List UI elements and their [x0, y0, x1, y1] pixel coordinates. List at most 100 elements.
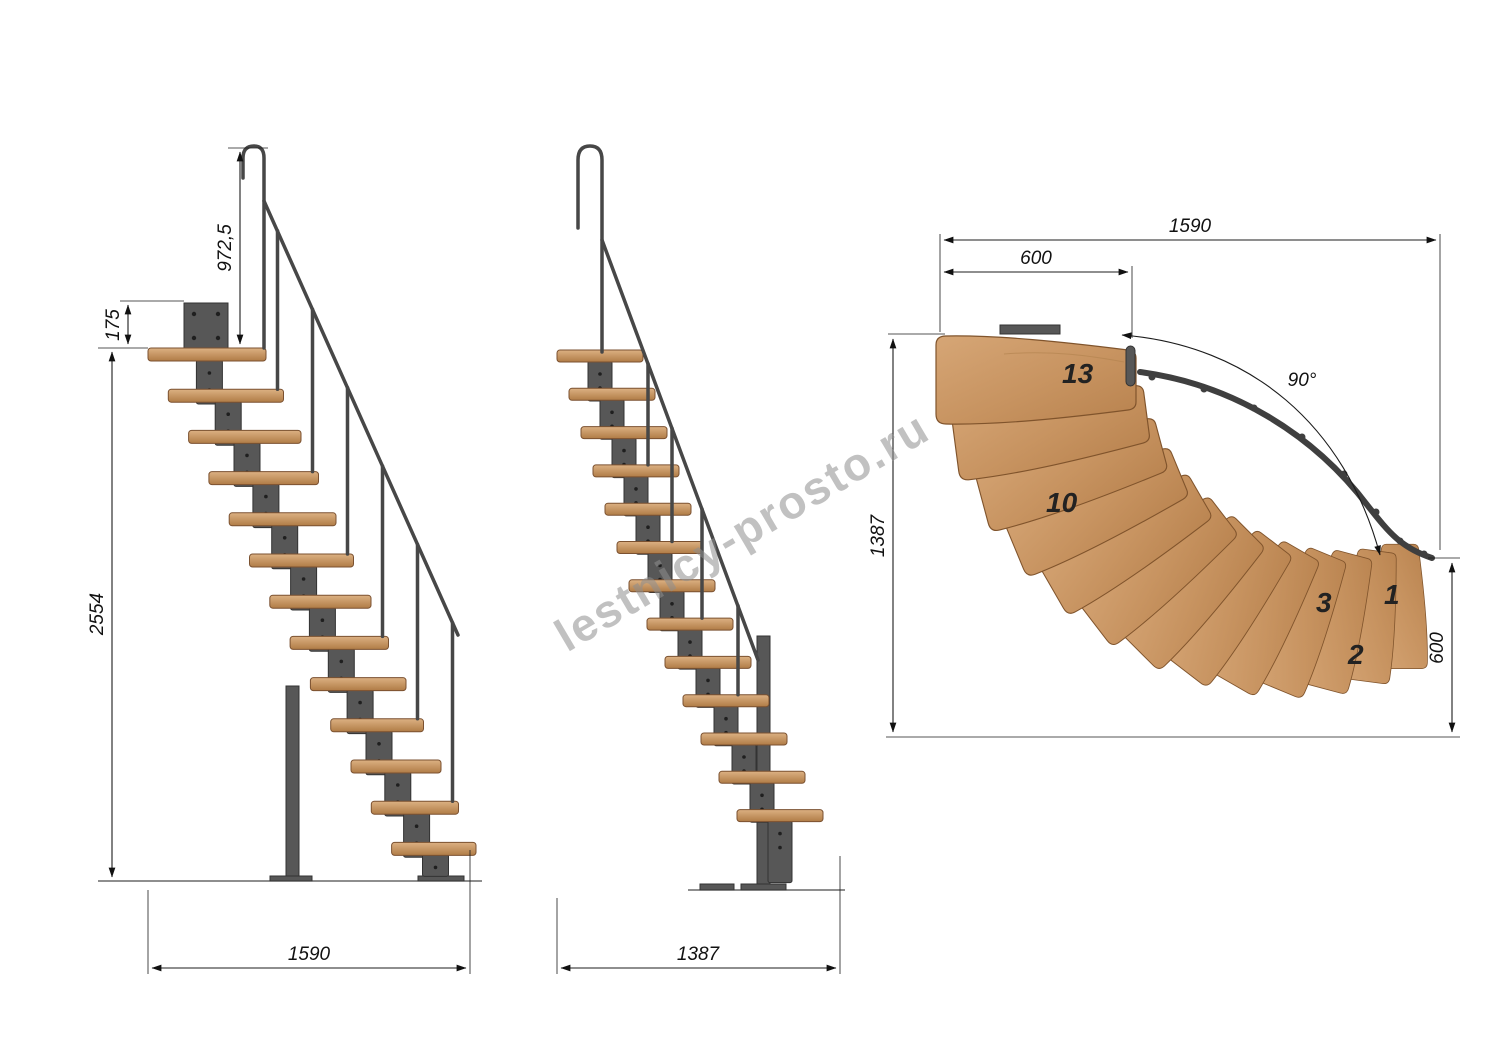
tread	[556, 349, 644, 363]
bolt	[742, 755, 746, 759]
handrail	[600, 238, 760, 662]
tread	[188, 429, 302, 444]
plan-view: 90° 13 10 3 1 2 1590 600 1387 600	[868, 216, 1460, 738]
bolt	[215, 311, 221, 317]
bolt	[658, 563, 662, 568]
bolt	[396, 783, 400, 787]
baluster	[1148, 373, 1156, 381]
side-elevation-view: 972,5 175 2554 1590	[87, 144, 482, 974]
tread	[568, 387, 656, 401]
bolt	[282, 536, 287, 540]
spine-module	[767, 820, 793, 884]
bolt	[724, 716, 728, 721]
spine-module	[422, 853, 449, 877]
bolt	[339, 659, 344, 664]
tread	[309, 677, 407, 692]
tread	[592, 464, 680, 478]
bolt	[778, 831, 782, 836]
bolt	[706, 678, 710, 683]
tread	[646, 617, 734, 631]
bolt	[778, 845, 782, 850]
newel-post	[1125, 345, 1136, 387]
bolt	[207, 371, 212, 375]
tread-number: 3	[1316, 587, 1332, 618]
wall-bracket	[183, 302, 229, 350]
bolt	[622, 448, 626, 453]
bolt	[320, 618, 325, 622]
handrail-cane	[576, 144, 604, 354]
support-pole	[285, 685, 300, 877]
wall-bracket-plan	[999, 324, 1061, 335]
tread	[604, 502, 692, 516]
bolt	[760, 793, 764, 798]
baluster	[1298, 433, 1306, 441]
bolt	[245, 453, 249, 458]
tread	[350, 759, 442, 774]
bolt	[301, 577, 306, 581]
tread	[289, 635, 390, 650]
front-steps	[556, 349, 824, 884]
bolt	[634, 487, 638, 491]
tread	[391, 841, 477, 856]
baluster	[1340, 470, 1348, 478]
tread	[628, 579, 716, 593]
tread	[269, 594, 372, 609]
dim-overall-width: 1590	[1169, 216, 1212, 237]
tread-number: 10	[1046, 487, 1078, 518]
tread-number: 1	[1384, 579, 1400, 610]
baluster	[1396, 537, 1404, 545]
baluster	[1250, 404, 1258, 412]
bolt	[191, 311, 197, 317]
dim-slab-offset: 175	[103, 309, 124, 341]
bolt	[433, 865, 438, 870]
pole-base-plate	[699, 883, 735, 891]
handrail-cane	[241, 144, 266, 350]
pole-base-plate	[740, 883, 787, 891]
pole-base-plate	[269, 875, 313, 882]
tread	[208, 471, 319, 486]
tread	[228, 512, 337, 527]
bolt	[688, 640, 692, 644]
dim-side-length: 1590	[288, 944, 331, 965]
bolt	[598, 372, 602, 376]
tread	[664, 655, 752, 669]
handrail	[262, 199, 460, 637]
baluster	[1420, 550, 1428, 558]
dim-turn-angle: 90°	[1288, 370, 1317, 391]
side-handrail	[241, 144, 460, 803]
dim-platform-width: 600	[1020, 248, 1052, 269]
tread	[147, 347, 267, 362]
tread	[249, 553, 354, 568]
bolt	[358, 700, 362, 705]
bolt	[377, 742, 381, 746]
tread	[580, 426, 668, 440]
bolt	[191, 335, 197, 341]
baluster	[1372, 508, 1380, 516]
tread	[167, 388, 284, 403]
bolt	[670, 602, 674, 606]
baluster	[1200, 385, 1208, 393]
dim-total-height: 2554	[87, 593, 108, 636]
tread-number: 13	[1062, 358, 1094, 389]
dim-rail-height: 972,5	[215, 224, 236, 272]
tread	[330, 718, 425, 733]
front-handrail	[576, 144, 760, 697]
dim-exit-width: 600	[1427, 632, 1448, 664]
bolt	[646, 525, 650, 529]
bolt	[610, 410, 614, 415]
plan-tread	[935, 335, 1137, 425]
bolt	[226, 412, 230, 417]
tread	[718, 770, 806, 784]
front-elevation-view: 1387	[556, 144, 845, 974]
turn-angle-arc	[1121, 332, 1381, 556]
tread	[736, 809, 824, 823]
dim-front-width: 1387	[677, 944, 721, 965]
tread	[700, 732, 788, 746]
tread-number: 2	[1347, 639, 1364, 670]
tread	[370, 800, 459, 815]
bolt	[215, 335, 221, 341]
bolt	[264, 494, 268, 499]
side-steps	[147, 347, 477, 877]
